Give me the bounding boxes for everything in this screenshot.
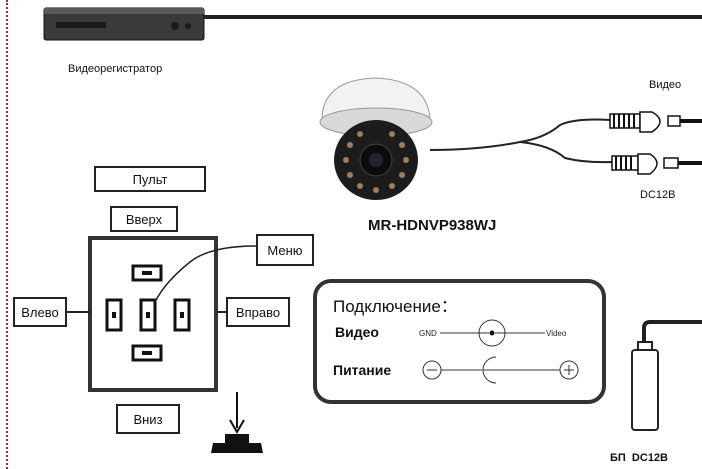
dvr-device [43,7,205,41]
video-connector [609,111,702,133]
connection-video-signal-label: Video [546,329,567,338]
connection-video-label: Видео [335,324,379,340]
dvr-label: Видеорегистратор [68,63,163,75]
remote-left-label: Влево [13,297,67,327]
connection-panel [313,279,606,404]
power-cable-label: DC12B [640,189,676,201]
power-connector [611,153,702,175]
power-supply [631,320,702,431]
video-cable-label: Видео [649,79,682,91]
dome-camera [319,77,433,200]
press-arrow [211,392,263,453]
page-margin-dotted-line [6,0,8,469]
connection-gnd-label: GND [419,329,437,338]
remote-menu-label: Меню [256,234,314,266]
connection-title: Подключение： [333,297,458,316]
remote-up-label: Вверх [110,206,178,232]
remote-title: Пульт [94,166,206,192]
camera-model: MR-HDNVP938WJ [368,217,497,234]
psu-label: БП DC12B [610,452,668,464]
remote-right-label: Вправо [226,297,290,327]
connection-power-label: Питание [333,362,392,378]
remote-down-label: Вниз [116,404,180,434]
